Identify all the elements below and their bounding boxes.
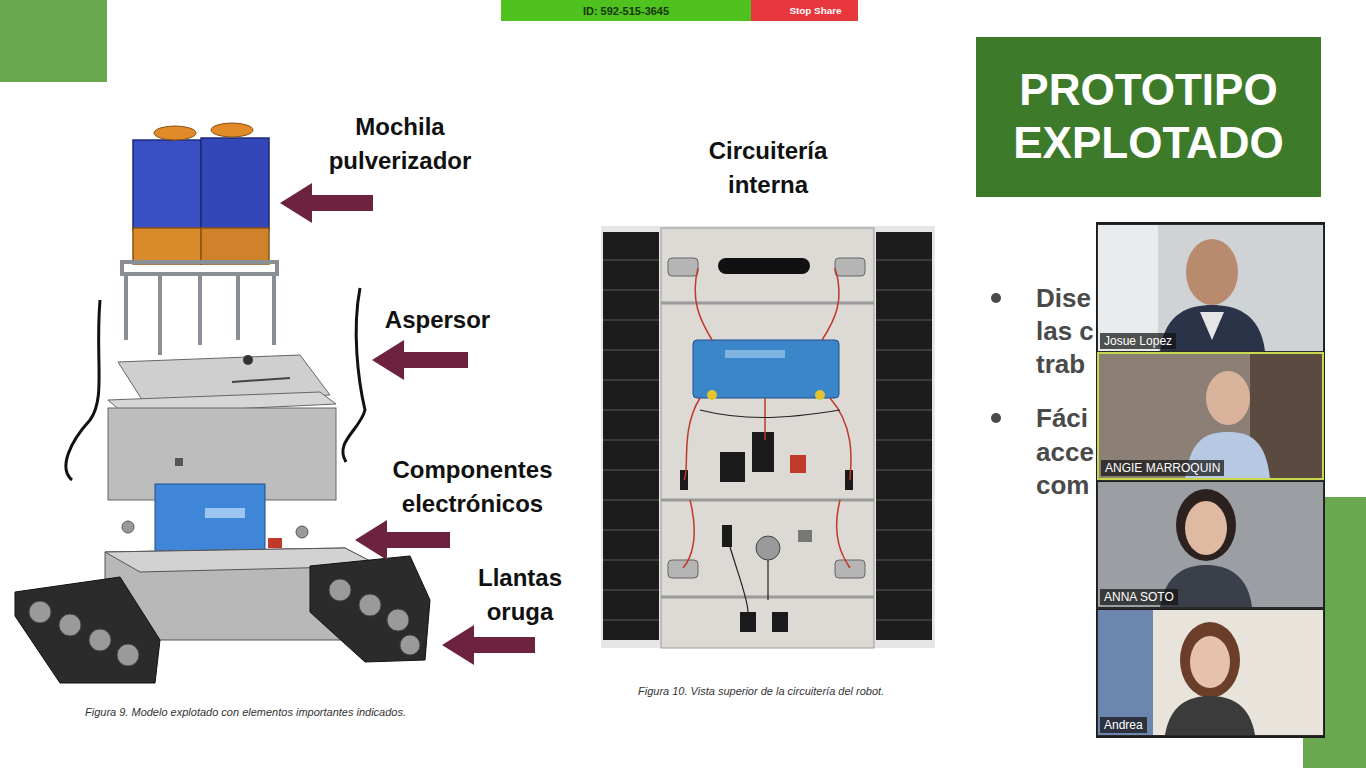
participant-name: ANNA SOTO (1100, 589, 1178, 605)
part-name: Componentes electrónicos (355, 453, 590, 520)
bar-text: Stop Share (789, 5, 841, 16)
robot-illustration (15, 123, 430, 683)
bullet-fragment: Dise (1036, 280, 1091, 316)
bullet-dot (991, 413, 1001, 423)
video-tile: ANGIE MARROQUIN (1097, 352, 1324, 480)
bullet-fragment: acce (1036, 434, 1094, 470)
bullet-fragment: trab (1036, 346, 1085, 382)
bar-text: ID: 592-515-3645 (583, 5, 669, 17)
corner-block (0, 0, 107, 82)
participant-name: Josue Lopez (1100, 333, 1176, 349)
callout-arrow (280, 183, 535, 665)
bullet-fragment: com (1036, 467, 1089, 503)
part-name: Aspersor (365, 303, 510, 337)
participant-name: Andrea (1100, 717, 1147, 733)
bullet-dot (991, 293, 1001, 303)
figure-heading: Circuitería interna (678, 134, 858, 201)
bullet-fragment: las c (1036, 313, 1094, 349)
video-tiles (1096, 222, 1325, 738)
participant-name: ANGIE MARROQUIN (1101, 460, 1224, 476)
circuit-top-view (601, 226, 935, 648)
video-tile: Josue Lopez (1097, 224, 1324, 352)
part-name: Mochila pulverizador (305, 110, 495, 177)
video-tile: Andrea (1097, 608, 1324, 736)
bullet-fragment: Fáci (1036, 400, 1088, 436)
figure-caption: Figura 10. Vista superior de la circuite… (638, 684, 884, 698)
slide-title: PROTOTIPO EXPLOTADO (990, 64, 1307, 170)
stop-share-button: Stop Share (751, 0, 858, 21)
meeting-id-bar: ID: 592-515-3645 (501, 0, 751, 21)
title-banner: PROTOTIPO EXPLOTADO (976, 37, 1321, 197)
figure-caption: Figura 9. Modelo explotado con elementos… (85, 705, 406, 719)
video-tile: ANNA SOTO (1097, 480, 1324, 608)
part-name: Llantas oruga (450, 561, 590, 628)
